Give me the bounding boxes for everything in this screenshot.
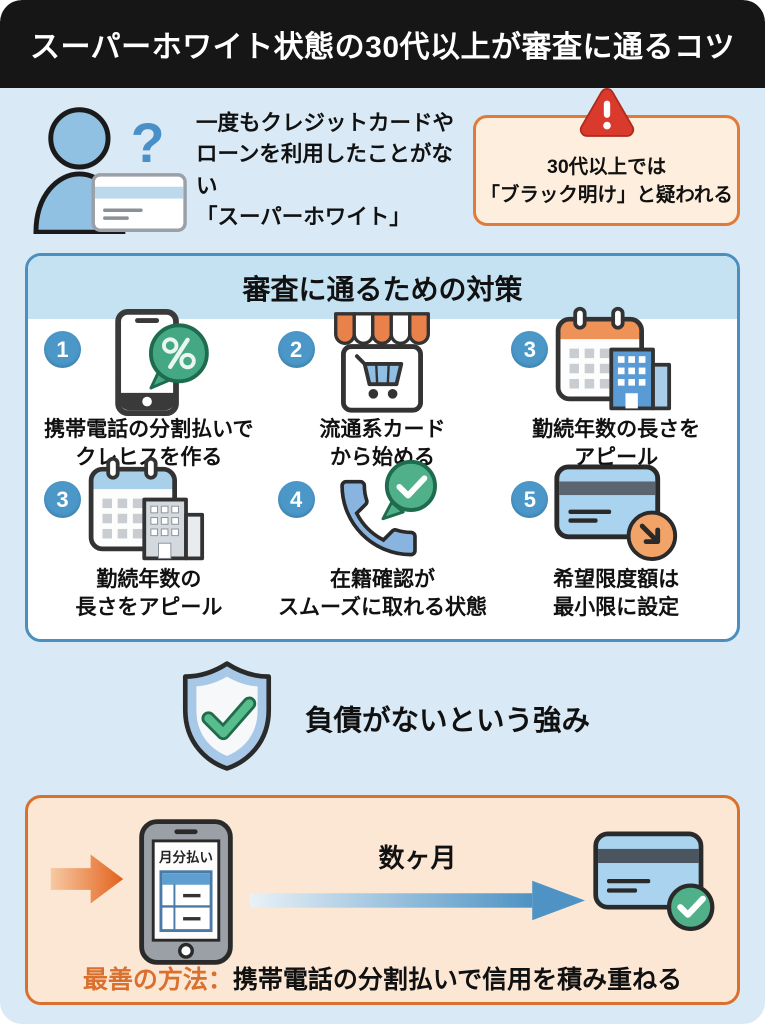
caption-line: 勤続年数の xyxy=(96,568,202,592)
conclusion-caption: 最善の方法：携帯電話の分割払いで信用を積み重ねる xyxy=(48,960,717,996)
intro-description: 一度もクレジットカードや ローンを利用したことがない 「スーパーホワイト」 xyxy=(196,108,473,233)
conclusion-text: 携帯電話の分割払いで信用を積み重ねる xyxy=(232,966,683,994)
intro-section: ? 一度もクレジットカードや ローンを利用したことがない 「スーパーホワイト」 … xyxy=(0,87,765,253)
measure-item-2: 2 xyxy=(266,312,500,473)
step-number: 2 xyxy=(290,336,303,362)
measure-item-1: 1 携帯電話の分割払いで ク xyxy=(32,309,266,473)
intro-line: 「スーパーホワイト」 xyxy=(196,204,411,229)
conclusion-highlight: 最善の方法： xyxy=(82,966,233,994)
caption-line: 希望限度額は xyxy=(553,568,680,592)
store-cart-icon xyxy=(322,304,442,416)
measure-caption: 勤続年数の長さを アピール xyxy=(532,416,700,473)
measure-item-4: 3 xyxy=(32,457,266,623)
step-number: 5 xyxy=(523,486,536,512)
conclusion-box: 月分払い 数ヶ月 xyxy=(25,795,740,1005)
timeline-label: 数ヶ月 xyxy=(378,842,457,873)
measure-caption: 在籍確認が スムーズに取れる状態 xyxy=(278,566,487,623)
caption-line: 在籍確認が xyxy=(329,568,435,592)
warning-line: 30代以上では xyxy=(546,155,667,178)
measures-grid: 1 携帯電話の分割払いで ク xyxy=(28,307,737,639)
card-limit-down-icon xyxy=(551,457,681,566)
installment-phone-icon: 月分払い xyxy=(132,818,240,971)
warning-box: 30代以上では 「ブラック明け」と疑われる xyxy=(473,87,740,227)
intro-line: ローンを利用したことがない xyxy=(196,142,453,198)
step-number: 3 xyxy=(56,486,69,512)
orange-arrow-icon xyxy=(48,850,126,913)
warning-line: 「ブラック明け」と疑われる xyxy=(480,183,733,206)
measure-item-5: 4 在籍確認が スムーズに取れる状態 xyxy=(266,460,500,623)
measure-caption: 希望限度額は 最小限に設定 xyxy=(553,566,679,623)
title-bar: スーパーホワイト状態の30代以上が審査に通るコツ xyxy=(0,0,765,88)
strength-label: 負債がないという強み xyxy=(304,705,590,737)
caption-line: 流通系カード xyxy=(319,418,446,442)
caption-line: アピール xyxy=(574,445,659,469)
measures-header: 審査に通るための対策 xyxy=(28,256,737,319)
measures-card: 審査に通るための対策 1 xyxy=(25,253,740,642)
step-number: 1 xyxy=(56,336,69,362)
caption-line: 最小限に設定 xyxy=(553,595,680,619)
warning-triangle-icon xyxy=(578,85,636,147)
timeline-arrow: 数ヶ月 xyxy=(250,838,585,925)
step-number-badge: 2 xyxy=(277,331,315,368)
calendar-building-blue-icon xyxy=(85,450,213,566)
caption-line: スムーズに取れる状態 xyxy=(278,595,487,619)
smartphone-percent-icon xyxy=(85,304,213,417)
step-number-badge: 4 xyxy=(277,481,315,518)
caption-line: 携帯電話の分割払いで xyxy=(44,418,254,442)
shield-check-icon xyxy=(175,659,279,779)
measure-item-3: 3 xyxy=(499,307,733,473)
phone-check-icon xyxy=(322,454,442,566)
step-number-badge: 1 xyxy=(44,331,81,368)
step-number-badge: 3 xyxy=(511,331,549,368)
phone-screen-label: 月分払い xyxy=(158,849,213,865)
intro-line: 一度もクレジットカードや xyxy=(196,111,455,136)
conclusion-flow: 月分払い 数ヶ月 xyxy=(48,810,717,965)
step-number-badge: 5 xyxy=(511,481,549,518)
step-number: 3 xyxy=(523,336,536,362)
strength-section: 負債がないという強み xyxy=(0,642,765,795)
step-number-badge: 3 xyxy=(44,481,81,518)
measure-caption: 勤続年数の 長さをアピール xyxy=(75,566,222,623)
measure-item-6: 5 希望限度額は 最小限に設定 xyxy=(499,464,733,623)
person-question-card-icon: ? xyxy=(32,102,190,239)
calendar-building-orange-icon xyxy=(552,300,680,416)
caption-line: 長さをアピール xyxy=(75,595,223,619)
page-title: スーパーホワイト状態の30代以上が審査に通るコツ xyxy=(29,31,736,64)
blue-arrow-icon xyxy=(250,880,585,920)
caption-line: 勤続年数の長さを xyxy=(532,418,701,442)
question-mark-glyph: ? xyxy=(131,112,165,174)
credit-card-check-icon xyxy=(591,826,717,937)
step-number: 4 xyxy=(290,486,303,512)
